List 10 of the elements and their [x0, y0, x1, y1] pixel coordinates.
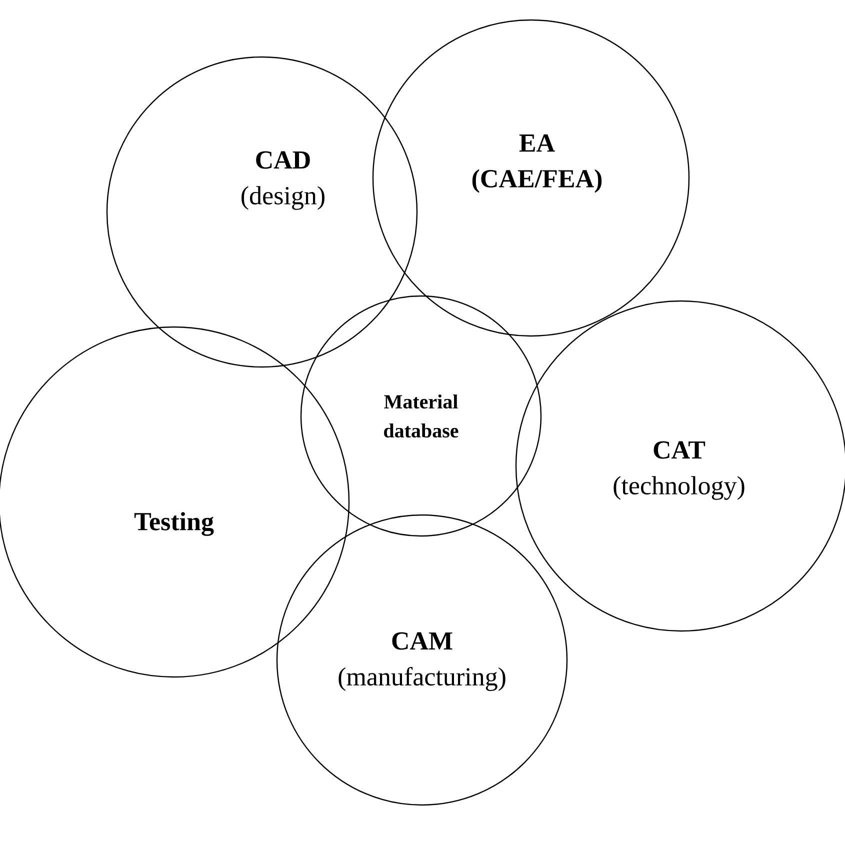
- circle-label: (technology): [614, 476, 744, 500]
- circle-label: CAD: [256, 151, 310, 169]
- circle-label: EA: [519, 134, 555, 152]
- circle-label: (CAE/FEA): [472, 169, 602, 193]
- circle-label: Material database: [384, 394, 458, 438]
- circle-label: (design): [242, 186, 324, 210]
- circle-label: CAT: [654, 441, 706, 459]
- circle-label: (manufacturing): [338, 667, 506, 691]
- circle-label: CAM: [392, 632, 452, 650]
- circle-label: Testing: [134, 512, 214, 536]
